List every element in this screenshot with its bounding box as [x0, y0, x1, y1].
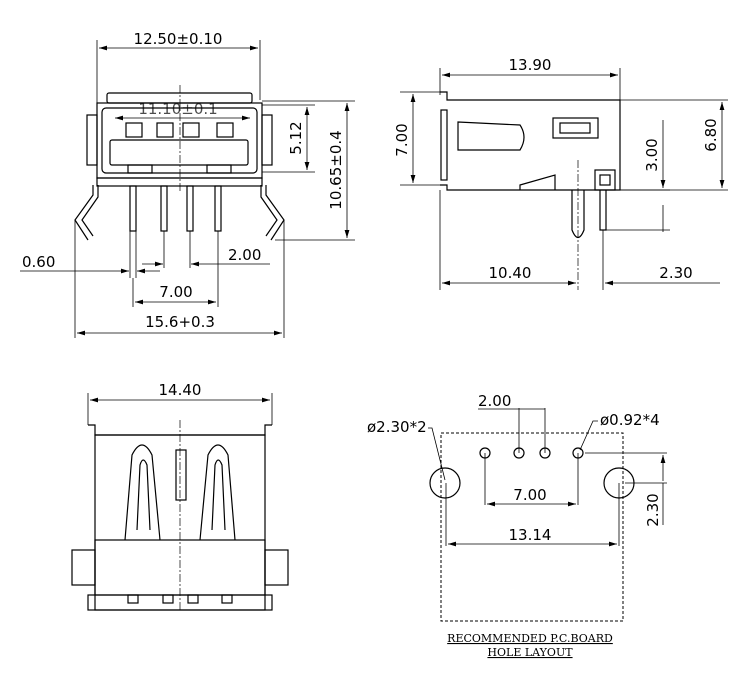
mount-span-dim: 13.14 [509, 526, 552, 544]
pin-pitch-dim: 2.00 [228, 246, 261, 264]
body-height-dim: 6.80 [702, 118, 720, 151]
height-dim: 7.00 [393, 123, 411, 156]
pins [129, 185, 222, 232]
front-view: 12.50±0.10 11.10±0.1 5.12 10.65±0.4 0.60 [20, 30, 355, 338]
rear-offset-dim: 2.30 [659, 264, 692, 282]
pin-span-dim: 7.00 [159, 283, 192, 301]
pitch-dim: 2.00 [478, 392, 511, 410]
pin-offset-dim: 10.40 [489, 264, 532, 282]
pin-height-dim: 3.00 [643, 138, 661, 171]
row-offset-dim: 2.30 [644, 493, 662, 526]
inner-width-dim: 11.10±0.1 [138, 100, 217, 118]
width-dim: 14.40 [159, 381, 202, 399]
bottom-view: 14.40 [71, 381, 289, 612]
pin-width-dim: 0.60 [22, 253, 55, 271]
title-line2: HOLE LAYOUT [487, 646, 573, 659]
overall-height-dim: 10.65±0.4 [327, 130, 345, 209]
small-hole-callout: ø0.92*4 [600, 411, 660, 429]
pin-span-dim: 7.00 [513, 486, 546, 504]
pcb-hole-layout: 2.00 ø2.30*2 ø0.92*4 7.00 13.14 2.30 REC… [367, 392, 667, 659]
title-line1: RECOMMENDED P.C.BOARD [447, 632, 613, 645]
side-view: 13.90 7.00 3.00 6.80 10.40 2.30 [393, 56, 728, 290]
large-hole-callout: ø2.30*2 [367, 418, 427, 436]
small-holes [479, 447, 584, 459]
width-dim: 12.50±0.10 [134, 30, 223, 48]
length-dim: 13.90 [509, 56, 552, 74]
overall-width-dim: 15.6+0.3 [145, 313, 215, 331]
contact-windows [125, 122, 234, 174]
opening-height-dim: 5.12 [287, 121, 305, 154]
